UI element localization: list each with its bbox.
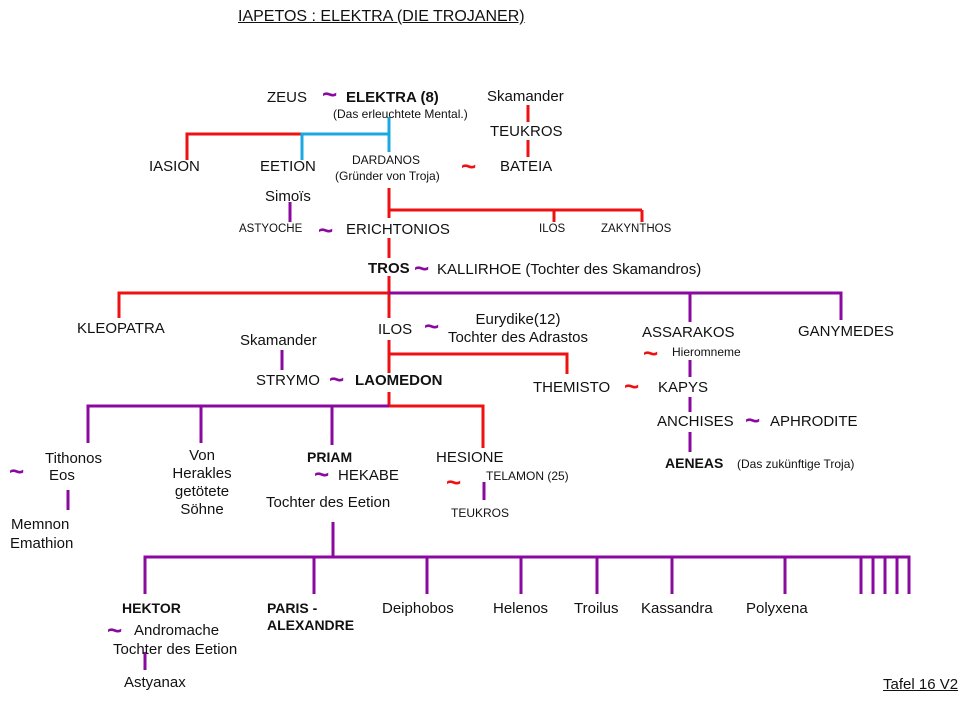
marriage-tilde: ~ [9,456,25,486]
node-iasion: IASION [149,158,200,175]
marriage-tilde: ~ [745,405,761,435]
marriage-tilde: ~ [461,151,477,181]
paris-line2: ALEXANDRE [267,617,355,633]
node-kassandra: Kassandra [641,600,713,617]
node-eurydike-line1: Eurydike(12) [475,311,561,328]
marriage-tilde: ~ [424,311,440,341]
node-andromache: Andromache [134,622,220,639]
node-bateia: BATEIA [500,158,553,175]
node-skamander-2: Skamander [240,332,317,349]
node-memnon: Memnon [11,516,70,533]
node-helenos: Helenos [493,600,549,617]
marriage-tilde: ~ [314,459,330,489]
node-ilos-2: ILOS [378,321,413,338]
paris-line1: PARIS - [267,600,318,616]
herakles-line2: Herakles [172,465,232,482]
node-hektor: HEKTOR [122,600,181,616]
marriage-tilde: ~ [643,338,659,368]
node-aeneas: AENEAS [665,455,724,471]
node-elektra: ELEKTRA (8) [346,89,439,106]
node-assarakos: ASSARAKOS [642,324,735,341]
node-dardanos: DARDANOS [352,153,421,167]
node-troilus: Troilus [574,600,619,617]
node-paris: PARIS - ALEXANDRE [267,600,354,634]
marriage-tilde: ~ [322,79,338,109]
node-eetion: EETION [260,158,316,175]
marriage-tilde: ~ [329,364,345,394]
marriage-tilde: ~ [446,467,462,497]
node-hesione: HESIONE [436,449,504,466]
node-teukros-2: TEUKROS [451,506,510,520]
node-tros: TROS [368,260,410,277]
blue-lines [300,117,391,160]
node-hieromneme: Hieromneme [672,345,741,359]
node-skamander-1: Skamander [487,88,564,105]
node-zeus: ZEUS [267,89,308,106]
node-strymo: STRYMO [256,372,320,389]
marriage-tilde: ~ [107,615,123,645]
node-andromache-note: Tochter des Eetion [113,641,238,658]
node-aeneas-note: (Das zukünftige Troja) [737,457,855,471]
marriage-tilde: ~ [414,253,430,283]
node-anchises: ANCHISES [657,413,734,430]
node-eos: Eos [49,467,75,484]
node-hekabe-note: Tochter des Eetion [266,494,391,511]
node-herakles-sons: Von Herakles getötete Söhne [160,447,244,518]
node-polyxena: Polyxena [746,600,808,617]
node-astyoche: ASTYOCHE [239,223,303,235]
node-aphrodite: APHRODITE [770,413,858,430]
node-priam: PRIAM [307,449,353,465]
marriage-tilde: ~ [318,215,334,245]
red-lines [117,105,644,448]
node-tithonos: Tithonos [45,450,102,467]
node-laomedon: LAOMEDON [355,372,443,389]
herakles-line3: getötete [174,483,230,500]
node-ganymedes: GANYMEDES [798,323,894,340]
node-elektra-note: (Das erleuchtete Mental.) [333,107,468,121]
node-erichtonios: ERICHTONIOS [346,221,450,238]
node-simois: Simoïs [265,188,311,205]
node-kallirhoe: KALLIRHOE (Tochter des Skamandros) [437,261,702,278]
node-emathion: Emathion [10,535,74,552]
page-title: IAPETOS : ELEKTRA (DIE TROJANER) [238,8,525,25]
plate-label: Tafel 16 V2 [883,676,959,693]
node-astyanax: Astyanax [124,674,186,691]
marriage-tilde: ~ [624,371,640,401]
node-eurydike-line2: Tochter des Adrastos [447,329,589,346]
herakles-line4: Söhne [180,501,224,518]
node-ilos-1: ILOS [539,223,566,235]
node-telamon: TELAMON (25) [486,469,569,483]
herakles-line1: Von [189,447,215,464]
purple-lines [66,202,911,670]
node-hekabe: HEKABE [338,467,399,484]
node-eurydike: Eurydike(12) Tochter des Adrastos [440,311,596,346]
node-zakynthos: ZAKYNTHOS [601,223,672,235]
node-kleopatra: KLEOPATRA [77,320,165,337]
node-deiphobos: Deiphobos [382,600,454,617]
node-dardanos-note: (Gründer von Troja) [335,169,440,183]
node-themisto: THEMISTO [533,379,611,396]
node-teukros-1: TEUKROS [490,123,563,140]
node-kapys: KAPYS [658,379,709,396]
